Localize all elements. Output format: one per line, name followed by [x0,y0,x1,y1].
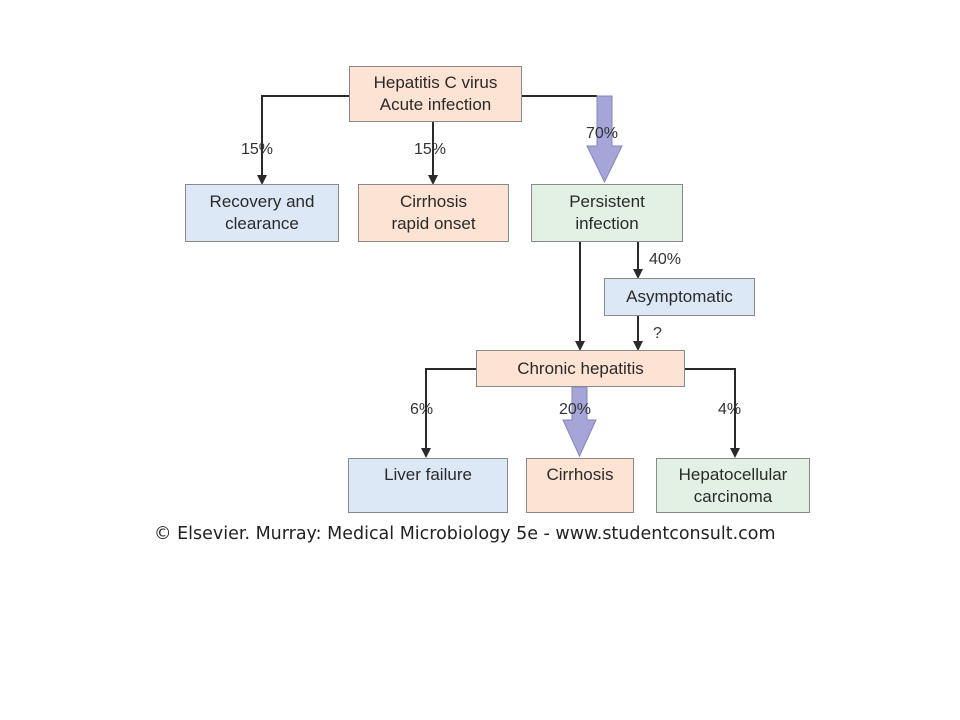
node-chronic-label: Chronic hepatitis [517,358,644,378]
node-persistent-infection: Persistent infection [531,184,683,242]
label-pct-recovery: 15% [241,141,274,158]
node-cirrhosis-rapid-onset: Cirrhosis rapid onset [358,184,509,242]
node-hepatocellular-carcinoma: Hepatocellular carcinoma [656,458,810,513]
node-recovery-line1: Recovery and [209,192,315,211]
node-cirrhosis-rapid-line2: rapid onset [391,214,476,233]
copyright-credit: © Elsevier. Murray: Medical Microbiology… [154,524,776,544]
node-cirrhosis-label: Cirrhosis [546,465,614,484]
node-persistent-line2: infection [575,214,639,233]
label-pct-persistent: 70% [586,125,619,142]
node-cirrhosis: Cirrhosis [526,458,634,513]
node-chronic-hepatitis: Chronic hepatitis [476,350,685,387]
node-asymptomatic: Asymptomatic [604,278,755,316]
node-hcc-line2: carcinoma [693,486,773,506]
node-persistent-line1: Persistent [569,192,645,211]
node-liver-failure-label: Liver failure [384,465,472,484]
label-pct-cirrhosis: 20% [559,401,592,418]
label-pct-hcc: 4% [718,401,742,418]
node-hepatitis-c-acute: Hepatitis C virus Acute infection [349,66,522,122]
node-hcc-line1: Hepatocellular [678,464,788,484]
node-hepatitis-c-line2: Acute infection [379,95,492,114]
node-cirrhosis-rapid-line1: Cirrhosis [399,192,468,211]
edge-hcv-to-recovery [257,95,349,185]
label-pct-cirrhosis-rapid: 15% [414,141,447,158]
label-pct-asymptomatic: 40% [649,251,682,268]
edge-chronic-to-liver-failure [421,368,476,458]
thick-arrow-to-cirrhosis [562,386,597,458]
label-question-mark: ? [653,325,662,342]
node-hepatitis-c-line1: Hepatitis C virus [373,73,498,92]
node-asymptomatic-label: Asymptomatic [626,287,733,306]
label-pct-liver-failure: 6% [410,401,434,418]
node-recovery-clearance: Recovery and clearance [185,184,339,242]
thick-arrow-to-persistent [586,95,623,184]
edge-chronic-to-hcc [685,368,740,458]
node-recovery-line2: clearance [225,214,299,233]
node-liver-failure: Liver failure [348,458,508,513]
